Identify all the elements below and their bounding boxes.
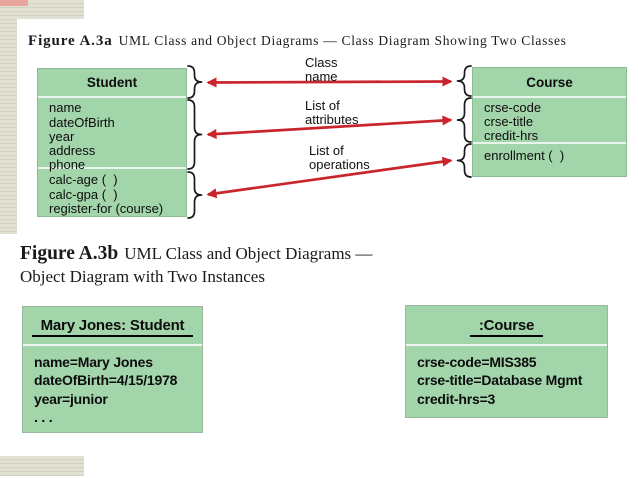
- course-class-box: Course crse-code crse-title credit-hrs e…: [472, 67, 627, 177]
- course-object-header: :Course: [406, 306, 607, 346]
- student-attribute: address: [49, 143, 96, 158]
- student-class-header: Student: [38, 69, 186, 99]
- student-attributes-section: name dateOfBirth year address phone: [38, 98, 186, 173]
- student-object-line: year=junior: [34, 390, 108, 407]
- course-object-body: crse-code=MIS385 crse-title=Database Mgm…: [406, 346, 607, 408]
- figure-a3a-title: Figure A.3a UML Class and Object Diagrams…: [28, 33, 634, 50]
- student-object-header: Mary Jones: Student: [23, 307, 202, 346]
- student-operation: calc-age ( ): [49, 172, 118, 188]
- course-object-header-text: :Course: [469, 317, 544, 337]
- student-attribute: year: [49, 128, 75, 144]
- student-operation: calc-gpa ( ): [49, 186, 118, 202]
- course-class-header: Course: [473, 68, 626, 98]
- student-attribute: phone: [49, 157, 86, 173]
- left-stripe-decoration: [0, 0, 17, 234]
- student-object-header-text: Mary Jones: Student: [31, 317, 194, 337]
- annotation-list-of-operations: List of operations: [309, 143, 370, 172]
- annotation-class-name: Class name: [305, 55, 338, 84]
- student-class-box: Student name dateOfBirth year address ph…: [37, 68, 187, 217]
- figure-a3b-title-line1: Figure A.3b UML Class and Object Diagrams…: [20, 242, 440, 265]
- figure-a3a-label: Figure A.3a: [28, 33, 113, 49]
- arrow-attributes: [206, 115, 453, 139]
- pink-accent-decoration: [0, 0, 28, 6]
- student-object-body: name=Mary Jones dateOfBirth=4/15/1978 ye…: [23, 346, 202, 426]
- course-attribute: crse-code: [484, 100, 542, 115]
- student-object-box: Mary Jones: Student name=Mary Jones date…: [22, 306, 203, 433]
- course-object-line: credit-hrs=3: [417, 390, 496, 407]
- course-attribute: crse-title: [484, 114, 534, 130]
- figure-a3b-subtitle-line1: UML Class and Object Diagrams —: [124, 244, 373, 263]
- brace-course-attributes-icon: [456, 97, 472, 143]
- student-operations-section: calc-age ( ) calc-gpa ( ) register-for (…: [38, 169, 186, 216]
- course-operations-section: enrollment ( ): [473, 144, 626, 176]
- student-object-line: . . .: [34, 408, 53, 425]
- brace-course-operations-icon: [456, 143, 472, 178]
- course-attribute: credit-hrs: [484, 128, 539, 144]
- course-attributes-section: crse-code crse-title credit-hrs: [473, 98, 626, 144]
- brace-student-name-icon: [187, 65, 203, 99]
- student-attribute: dateOfBirth: [49, 114, 115, 130]
- arrow-operations: [206, 156, 453, 199]
- arrow-class-name: [206, 76, 453, 88]
- course-object-box: :Course crse-code=MIS385 crse-title=Data…: [405, 305, 608, 418]
- figure-a3b-label: Figure A.3b: [20, 243, 119, 264]
- figure-a3b-title: Figure A.3b UML Class and Object Diagrams…: [20, 242, 440, 288]
- student-object-line: name=Mary Jones: [34, 354, 153, 370]
- course-operation: enrollment ( ): [484, 148, 565, 163]
- brace-student-attributes-icon: [187, 99, 203, 170]
- student-attribute: name: [49, 100, 82, 116]
- student-operation: register-for (course): [49, 200, 164, 216]
- figure-a3a-subtitle: UML Class and Object Diagrams — Class Di…: [118, 33, 567, 48]
- brace-course-name-icon: [456, 65, 472, 97]
- annotation-list-of-attributes: List of attributes: [305, 98, 359, 127]
- bottomleft-block-decoration: [0, 456, 84, 476]
- brace-student-operations-icon: [187, 171, 203, 219]
- student-object-line: dateOfBirth=4/15/1978: [34, 372, 178, 389]
- course-object-line: crse-title=Database Mgmt: [417, 372, 583, 389]
- course-object-line: crse-code=MIS385: [417, 354, 537, 370]
- figure-a3b-subtitle-line2: Object Diagram with Two Instances: [20, 267, 265, 286]
